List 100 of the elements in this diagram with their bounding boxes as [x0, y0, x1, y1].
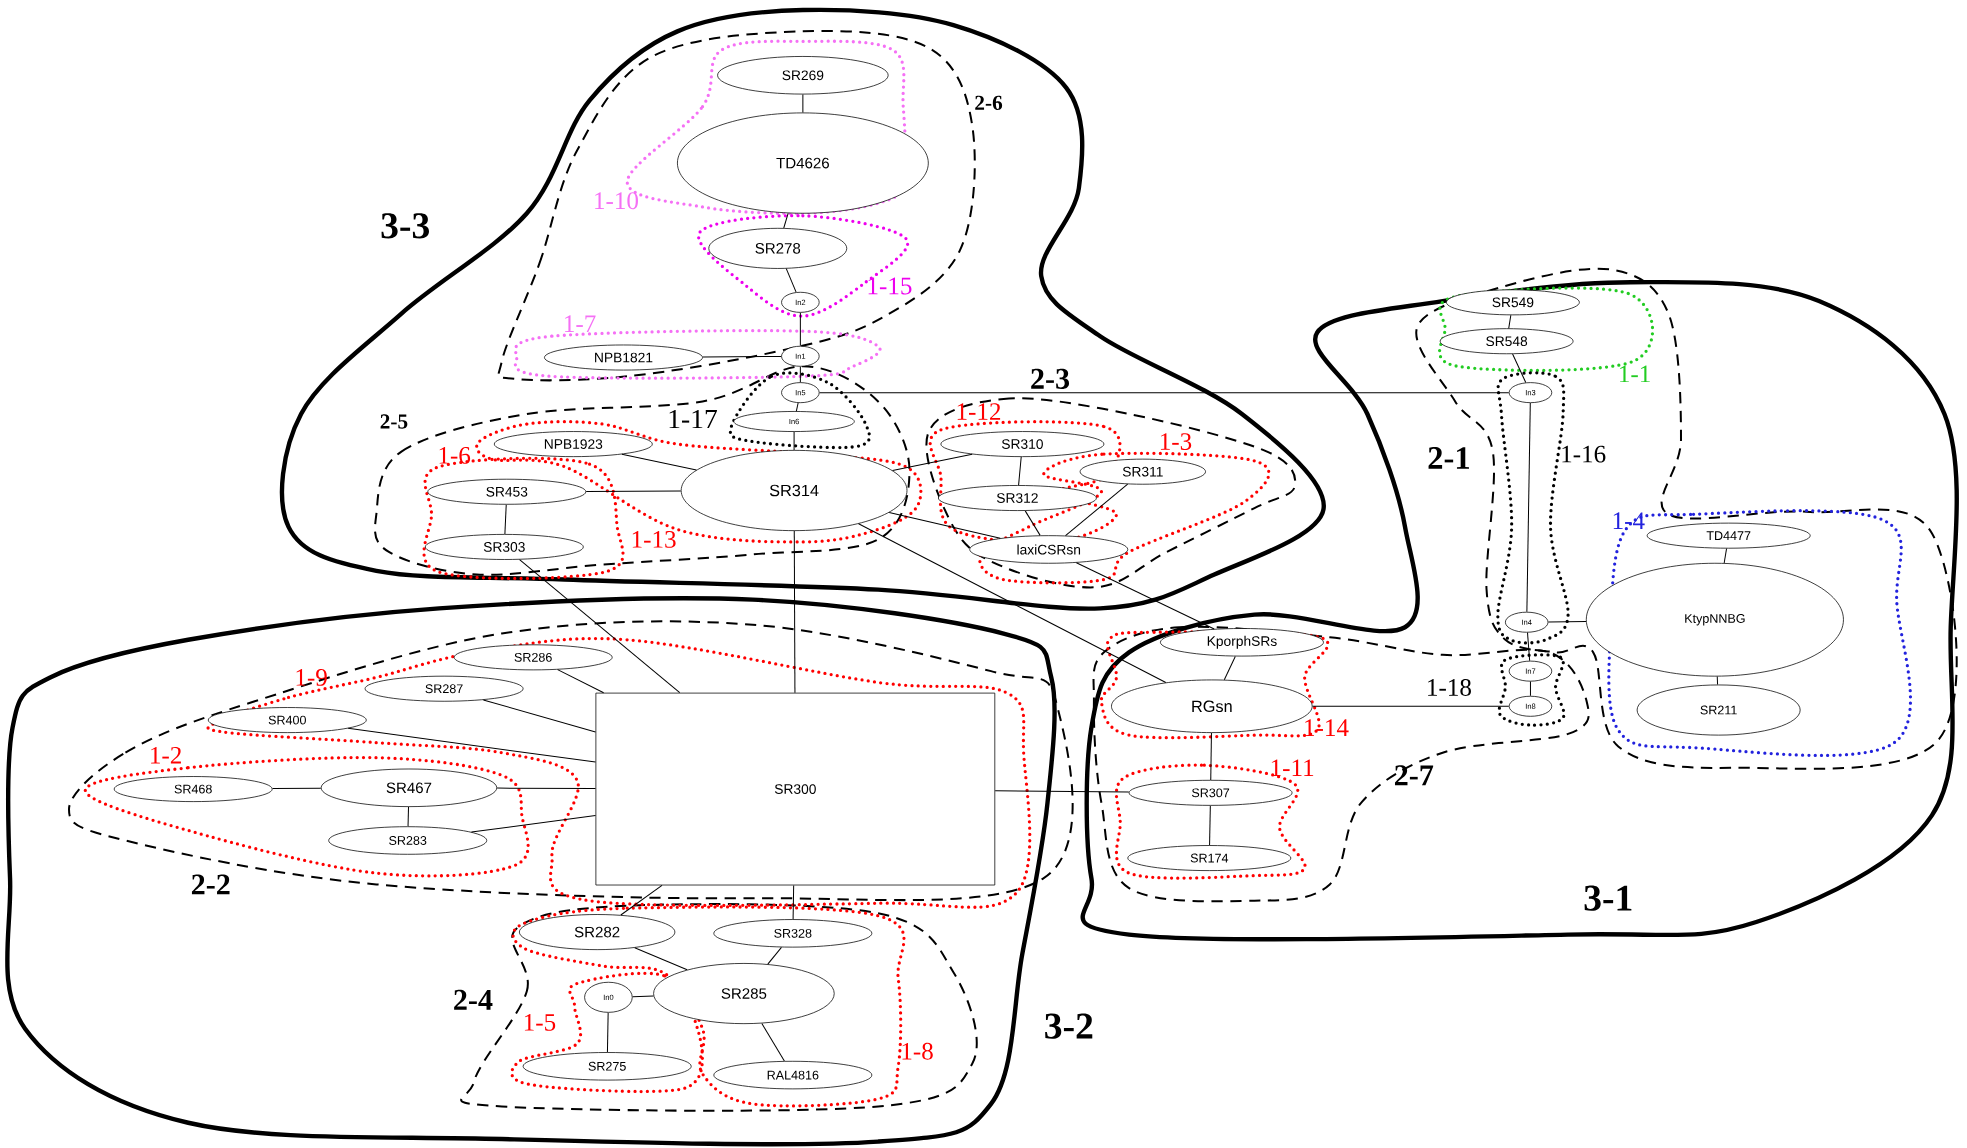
oval-node: SR278 — [708, 228, 848, 269]
connector-line — [482, 699, 596, 733]
connector-line — [634, 947, 688, 971]
connector-line — [702, 356, 782, 358]
connector-line — [504, 504, 507, 535]
connector-line — [272, 787, 322, 790]
cluster-label: 2-1 — [1428, 447, 1469, 469]
oval-node: KtypNNBG — [1585, 562, 1844, 677]
connector-line — [793, 530, 796, 694]
connector-line — [496, 787, 596, 789]
connector-line — [620, 885, 663, 916]
oval-node: SR303 — [424, 534, 584, 560]
connector-line — [557, 669, 605, 694]
connector-line — [1312, 705, 1510, 707]
connector-line — [1209, 805, 1211, 846]
connector-line — [470, 815, 596, 833]
connector-line — [792, 885, 795, 920]
oval-node: SR312 — [937, 485, 1097, 512]
oval-node: SR269 — [717, 56, 889, 95]
oval-node: TD4477 — [1646, 522, 1811, 549]
connector-line — [606, 1012, 609, 1053]
oval-node: SR467 — [320, 768, 498, 808]
oval-node: SR286 — [453, 644, 613, 671]
connector-line — [519, 559, 681, 694]
oval-node: SR468 — [113, 776, 273, 803]
cluster-label: 2-5 — [380, 414, 408, 429]
oval-node: SR275 — [522, 1052, 692, 1081]
connector-line — [1716, 676, 1719, 686]
oval-node: SR283 — [328, 826, 488, 855]
cluster-label: 1-5 — [524, 1014, 556, 1031]
rectangle-node: SR300 — [595, 692, 996, 886]
oval-node: SR285 — [653, 963, 835, 1025]
connector-line — [347, 727, 596, 763]
cluster-label: 2-7 — [1395, 765, 1434, 786]
oval-node: SR310 — [940, 431, 1105, 458]
oval-node: SR311 — [1079, 458, 1206, 485]
connector-line — [994, 790, 1130, 793]
oval-node: SR328 — [713, 919, 873, 948]
connector-line — [795, 402, 799, 412]
connector-line — [1529, 681, 1531, 697]
oval-node: RAL4816 — [713, 1061, 873, 1090]
connector-line — [888, 512, 1001, 539]
oval-node: SR549 — [1446, 289, 1580, 316]
connector-line — [785, 268, 797, 293]
connector-line — [1065, 483, 1129, 537]
oval-node: SR400 — [207, 707, 367, 734]
cluster-label: 1-12 — [957, 403, 1001, 420]
oval-node: SR453 — [427, 478, 587, 505]
connector-line — [621, 453, 697, 471]
connector-line — [1547, 621, 1587, 623]
cluster-label: 1-9 — [296, 669, 327, 686]
oval-node: TD4626 — [677, 112, 929, 214]
cluster-label: 1-6 — [439, 447, 471, 464]
connector-line — [632, 995, 655, 998]
connector-line — [1723, 548, 1728, 564]
connector-line — [1223, 656, 1236, 681]
cluster-label: 1-2 — [151, 746, 181, 764]
oval-node: SR314 — [680, 450, 908, 532]
connector-line — [1526, 402, 1531, 613]
connector-line — [1024, 510, 1041, 536]
connector-line — [799, 366, 801, 383]
connector-line — [1018, 456, 1022, 486]
cluster-label: 1-16 — [1562, 445, 1606, 463]
oval-node: NPB1821 — [544, 344, 703, 371]
cluster-label: 2-3 — [1031, 368, 1070, 390]
oval-node: KporphSRs — [1160, 628, 1324, 657]
connector-line — [1527, 632, 1531, 662]
cluster-label: 1-17 — [669, 409, 717, 429]
cluster-label: 1-18 — [1428, 679, 1471, 696]
oval-node: SR307 — [1128, 780, 1293, 806]
connector-line — [799, 312, 801, 347]
connector-line — [1075, 562, 1215, 630]
oval-node: SR548 — [1439, 328, 1574, 355]
cluster-label: 2-4 — [454, 989, 493, 1010]
connector-line — [783, 212, 789, 229]
connector-line — [1512, 353, 1527, 384]
oval-node: SR174 — [1127, 845, 1292, 872]
oval-node: laxiCSRsn — [969, 535, 1129, 564]
cluster-label: 3-3 — [381, 213, 429, 239]
cluster-label: 1-1 — [1620, 365, 1650, 383]
oval-node: SR211 — [1636, 684, 1801, 736]
oval-node: SR287 — [364, 675, 524, 702]
connector-line — [761, 1023, 785, 1062]
cluster-label: 1-8 — [902, 1042, 933, 1060]
cluster-label: 1-15 — [868, 277, 912, 295]
cluster-label: 2-2 — [191, 874, 230, 895]
connector-line — [858, 523, 1167, 684]
cluster-label: 3-1 — [1584, 885, 1632, 911]
connector-line — [819, 392, 1510, 394]
connector-line — [407, 806, 409, 827]
cluster-label: 1-11 — [1271, 759, 1314, 777]
connector-line — [1210, 732, 1212, 781]
connector-line — [793, 431, 795, 451]
cluster-label: 1-3 — [1160, 433, 1192, 451]
cluster-label: 2-6 — [975, 95, 1003, 111]
connector-line — [767, 946, 782, 965]
connector-line — [585, 490, 682, 492]
connector-line — [892, 453, 973, 472]
oval-node: NPB1923 — [493, 431, 653, 458]
cluster-label: 3-2 — [1045, 1013, 1093, 1039]
